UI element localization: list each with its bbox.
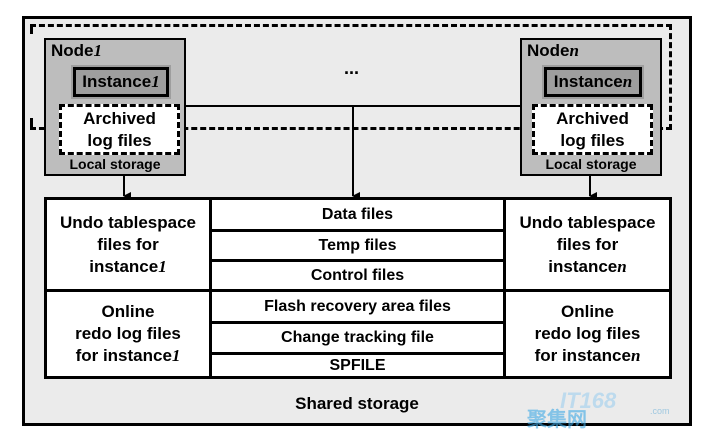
instance-left-label: Instance <box>82 72 152 91</box>
instance-right-index: n <box>622 72 633 91</box>
node-left-title: Node1 <box>51 41 102 61</box>
undo-left-line3: instance <box>89 256 159 276</box>
node-right-index: n <box>569 41 579 60</box>
redo-left-line2: redo log files <box>75 324 181 343</box>
watermark-domain: .com <box>650 406 670 416</box>
data-files: Data files <box>321 205 394 223</box>
undo-right-line1: Undo tablespace <box>519 212 656 232</box>
node-left: Node1 Instance1 Archived log files Local… <box>44 38 186 176</box>
row-divider-4 <box>212 321 503 324</box>
redo-right-index: n <box>630 346 641 365</box>
change-tracking-file: Change tracking file <box>281 329 434 346</box>
archived-logs-left: Archived log files <box>59 104 180 155</box>
redo-right-line2: redo log files <box>534 324 641 343</box>
instance-left-index: 1 <box>151 72 160 91</box>
node-right: Noden Instancen Archived log files Local… <box>520 38 662 176</box>
archived-right-line1: Archived <box>556 109 629 128</box>
ellipsis: ... <box>344 58 360 78</box>
local-storage-left: Local storage <box>69 156 161 172</box>
undo-right-line2: files for <box>556 234 619 254</box>
redo-right-line1: Online <box>561 302 614 321</box>
undo-left-line2: files for <box>97 234 159 254</box>
row-divider-2 <box>212 259 503 262</box>
undo-files-right: Undo tablespace files for instancen <box>506 200 669 289</box>
archived-left-line1: Archived <box>83 109 156 128</box>
grid-divider-middle <box>47 289 669 292</box>
node-left-label: Node <box>51 41 94 60</box>
undo-files-left: Undo tablespace files for instance1 <box>47 200 209 289</box>
temp-files: Temp files <box>318 236 397 254</box>
undo-left-line1: Undo tablespace <box>59 212 197 232</box>
undo-right-line3: instance <box>548 256 618 276</box>
shared-storage-grid: Undo tablespace files for instance1 Onli… <box>44 197 672 379</box>
flash-recovery-files: Flash recovery area files <box>264 297 451 315</box>
row-divider-5 <box>212 352 503 355</box>
grid-divider-left <box>209 200 212 376</box>
watermark-text: 聚集网 <box>527 409 587 431</box>
undo-right-index: n <box>617 256 627 276</box>
control-files: Control files <box>310 266 405 284</box>
instance-right-label: Instance <box>553 72 623 91</box>
node-left-index: 1 <box>93 41 103 60</box>
archived-right-line2: log files <box>560 131 625 150</box>
node-right-label: Node <box>527 41 570 60</box>
redo-left-line1: Online <box>101 302 155 321</box>
cluster-boundary-gap <box>26 34 42 118</box>
undo-left-index: 1 <box>158 256 167 276</box>
spfile: SPFILE <box>329 356 386 374</box>
instance-left: Instance1 <box>71 65 171 99</box>
watermark-logo: IT168 <box>560 388 617 413</box>
redo-files-right: Online redo log files for instancen <box>506 292 669 376</box>
archived-left-line2: log files <box>87 131 152 150</box>
row-divider-1 <box>212 229 503 232</box>
redo-left-line3: for instance <box>75 346 172 365</box>
archived-logs-right: Archived log files <box>532 104 653 155</box>
shared-storage-label: Shared storage <box>295 394 419 413</box>
redo-left-index: 1 <box>171 346 181 365</box>
instance-right: Instancen <box>542 65 644 99</box>
redo-right-line3: for instance <box>534 346 631 365</box>
local-storage-right: Local storage <box>545 156 637 172</box>
grid-divider-right <box>503 200 506 376</box>
redo-files-left: Online redo log files for instance1 <box>47 292 209 376</box>
node-right-title: Noden <box>527 41 579 61</box>
